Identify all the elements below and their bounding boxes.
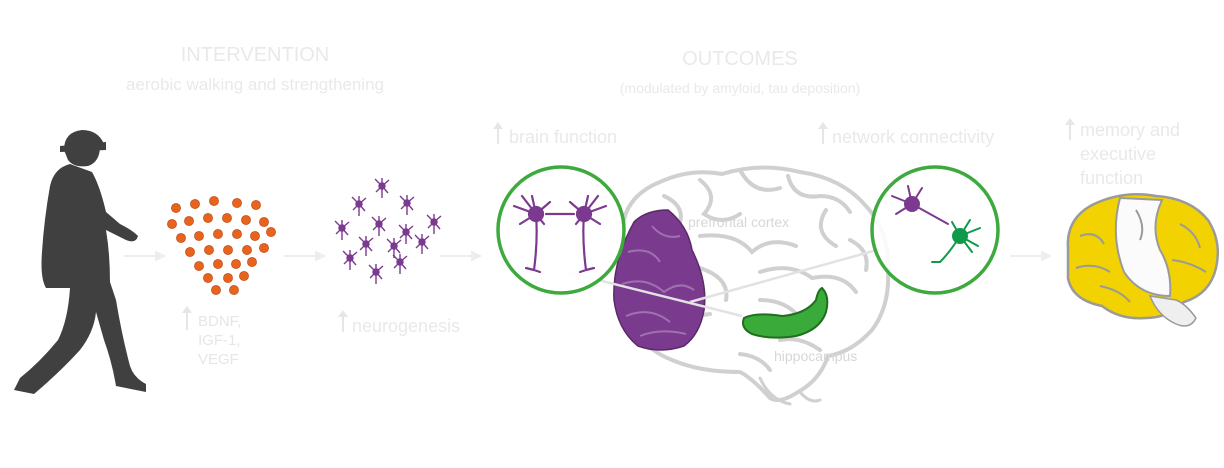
- brain-function-label: brain function: [509, 127, 618, 147]
- growth-factor-dot: [231, 259, 241, 269]
- hippocampus-label: hippocampus: [774, 348, 858, 364]
- growth-factor-dot: [259, 243, 269, 253]
- growth-factor-dot: [171, 203, 181, 213]
- prefrontal-cortex-region: [613, 209, 706, 351]
- growth-factor-dot: [203, 213, 213, 223]
- neuron-icon: [392, 253, 408, 275]
- factor-vegf: VEGF: [198, 351, 239, 368]
- growth-factor-dot: [209, 196, 219, 206]
- brain-function-circle: [496, 165, 626, 295]
- growth-factor-dot: [194, 261, 204, 271]
- neuron-icon: [334, 219, 350, 241]
- growth-factor-dot: [250, 231, 260, 241]
- growth-factor-dot: [190, 199, 200, 209]
- neuron-icon: [426, 213, 442, 235]
- growth-factor-dot: [222, 213, 232, 223]
- neuron-icon: [371, 215, 387, 237]
- growth-factor-dot: [223, 245, 233, 255]
- growth-factor-dot: [232, 229, 242, 239]
- neurogenesis-cluster: [334, 177, 442, 285]
- growth-factor-dot: [239, 271, 249, 281]
- growth-factor-dot: [184, 216, 194, 226]
- growth-factor-dot: [259, 217, 269, 227]
- neuron-icon: [398, 223, 414, 245]
- brain-icon: [1066, 192, 1219, 327]
- neuron-icon: [386, 237, 402, 259]
- arrow-up-icon: [1065, 118, 1075, 140]
- growth-factor-dot: [223, 273, 233, 283]
- network-connectivity-circle: [870, 165, 1000, 295]
- arrow-up-icon: [818, 122, 828, 144]
- neuron-icon: [342, 249, 358, 271]
- growth-factor-dot: [241, 215, 251, 225]
- intervention-title: INTERVENTION: [180, 44, 330, 66]
- neuron-icon: [399, 194, 415, 216]
- intervention-subtitle: aerobic walking and strengthening: [125, 75, 384, 94]
- arrow-right-icon: [1010, 250, 1053, 262]
- arrow-up-icon: [338, 310, 348, 332]
- arrow-right-icon: [440, 250, 483, 262]
- neuron-icon: [512, 194, 608, 274]
- growth-factor-dot: [247, 257, 257, 267]
- arrow-up-icon: [182, 306, 192, 330]
- growth-factor-dot: [203, 273, 213, 283]
- arrow-right-icon: [284, 250, 327, 262]
- neuron-icon: [351, 195, 367, 217]
- growth-factors-cluster: [167, 196, 276, 295]
- flow-arrows: [124, 250, 1053, 262]
- hippocampus-region: [742, 286, 829, 339]
- arrow-up-icon: [493, 122, 503, 144]
- growth-factor-dot: [204, 245, 214, 255]
- growth-factor-dot: [176, 233, 186, 243]
- network-connectivity-label: network connectivity: [832, 127, 995, 147]
- factor-bdnf: BDNF,: [198, 313, 242, 330]
- memory-executive-label: memory and executive function: [1080, 120, 1181, 188]
- outcomes-title: OUTCOMES: [682, 48, 798, 70]
- growth-factor-dot: [194, 231, 204, 241]
- neuron-icon: [891, 185, 949, 225]
- walking-person-icon: [14, 130, 146, 394]
- growth-factor-dot: [266, 227, 276, 237]
- arrow-right-icon: [124, 250, 167, 262]
- growth-factors-label: BDNF, IGF-1, VEGF: [198, 312, 241, 369]
- growth-factor-dot: [211, 285, 221, 295]
- growth-factor-dot: [251, 200, 261, 210]
- prefrontal-cortex-label: prefrontal cortex: [688, 214, 790, 230]
- neuron-icon: [414, 233, 430, 255]
- neuron-icon: [358, 235, 374, 257]
- growth-factor-dot: [213, 259, 223, 269]
- neuron-icon: [374, 177, 390, 199]
- neuron-icon: [931, 219, 981, 263]
- growth-factor-dot: [167, 219, 177, 229]
- growth-factor-dot: [229, 285, 239, 295]
- outcomes-subtitle: (modulated by amyloid, tau deposition): [619, 80, 861, 96]
- factor-igf1: IGF-1,: [198, 332, 241, 349]
- neurogenesis-label: neurogenesis: [352, 316, 461, 336]
- neuron-icon: [368, 263, 384, 285]
- growth-factor-dot: [232, 198, 242, 208]
- growth-factor-dot: [242, 245, 252, 255]
- brain-icon: [619, 165, 891, 406]
- growth-factor-dot: [185, 247, 195, 257]
- growth-factor-dot: [213, 229, 223, 239]
